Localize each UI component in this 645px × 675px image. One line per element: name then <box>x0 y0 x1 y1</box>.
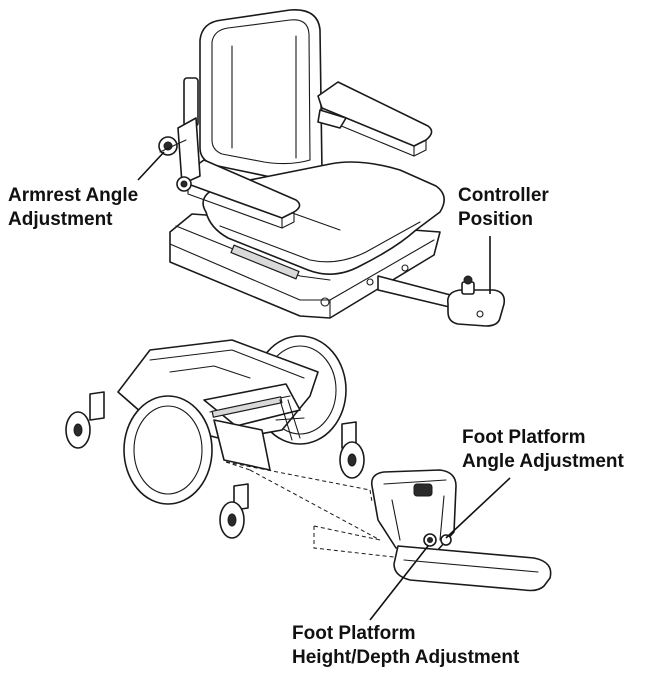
foot-platform-angle-leader <box>445 477 511 539</box>
foot-platform-angle-line1: Foot Platform <box>462 427 586 448</box>
left-armrest <box>183 159 301 229</box>
power-base <box>65 335 552 592</box>
controller-position-line1: Controller <box>458 185 549 206</box>
armrest-angle-line1: Armrest Angle <box>8 185 139 206</box>
armrest-angle-line2: Adjustment <box>8 209 113 230</box>
caster-right-front <box>339 421 365 479</box>
right-armrest <box>317 81 433 157</box>
controller-mount <box>377 275 506 327</box>
front-drive-wheel <box>123 395 213 505</box>
foot-platform-angle-line2: Angle Adjustment <box>462 451 624 472</box>
armrest-angle-mechanism <box>158 77 201 192</box>
foot-platform-height-line1: Foot Platform <box>292 623 416 644</box>
foot-platform-bracket <box>370 469 457 553</box>
seat-back <box>199 9 323 180</box>
armrest-angle-leader <box>137 151 165 181</box>
seat-assembly <box>158 9 506 327</box>
armrest-angle-adjustment-label: Armrest Angle Adjustment <box>8 184 138 232</box>
controller-position-label: Controller Position <box>458 184 549 232</box>
caster-front-bottom <box>219 483 249 539</box>
foot-platform-angle-adjustment-label: Foot Platform Angle Adjustment <box>462 426 624 474</box>
foot-platform-height-depth-adjustment-label: Foot Platform Height/Depth Adjustment <box>292 622 519 670</box>
leader-lines <box>137 151 511 621</box>
caster-left-rear <box>65 391 105 449</box>
controller-position-line2: Position <box>458 209 533 230</box>
foot-platform-height-leader <box>369 545 429 621</box>
foot-plate <box>393 545 552 592</box>
exploded-view-lines <box>225 461 421 561</box>
foot-platform-height-line2: Height/Depth Adjustment <box>292 647 520 668</box>
